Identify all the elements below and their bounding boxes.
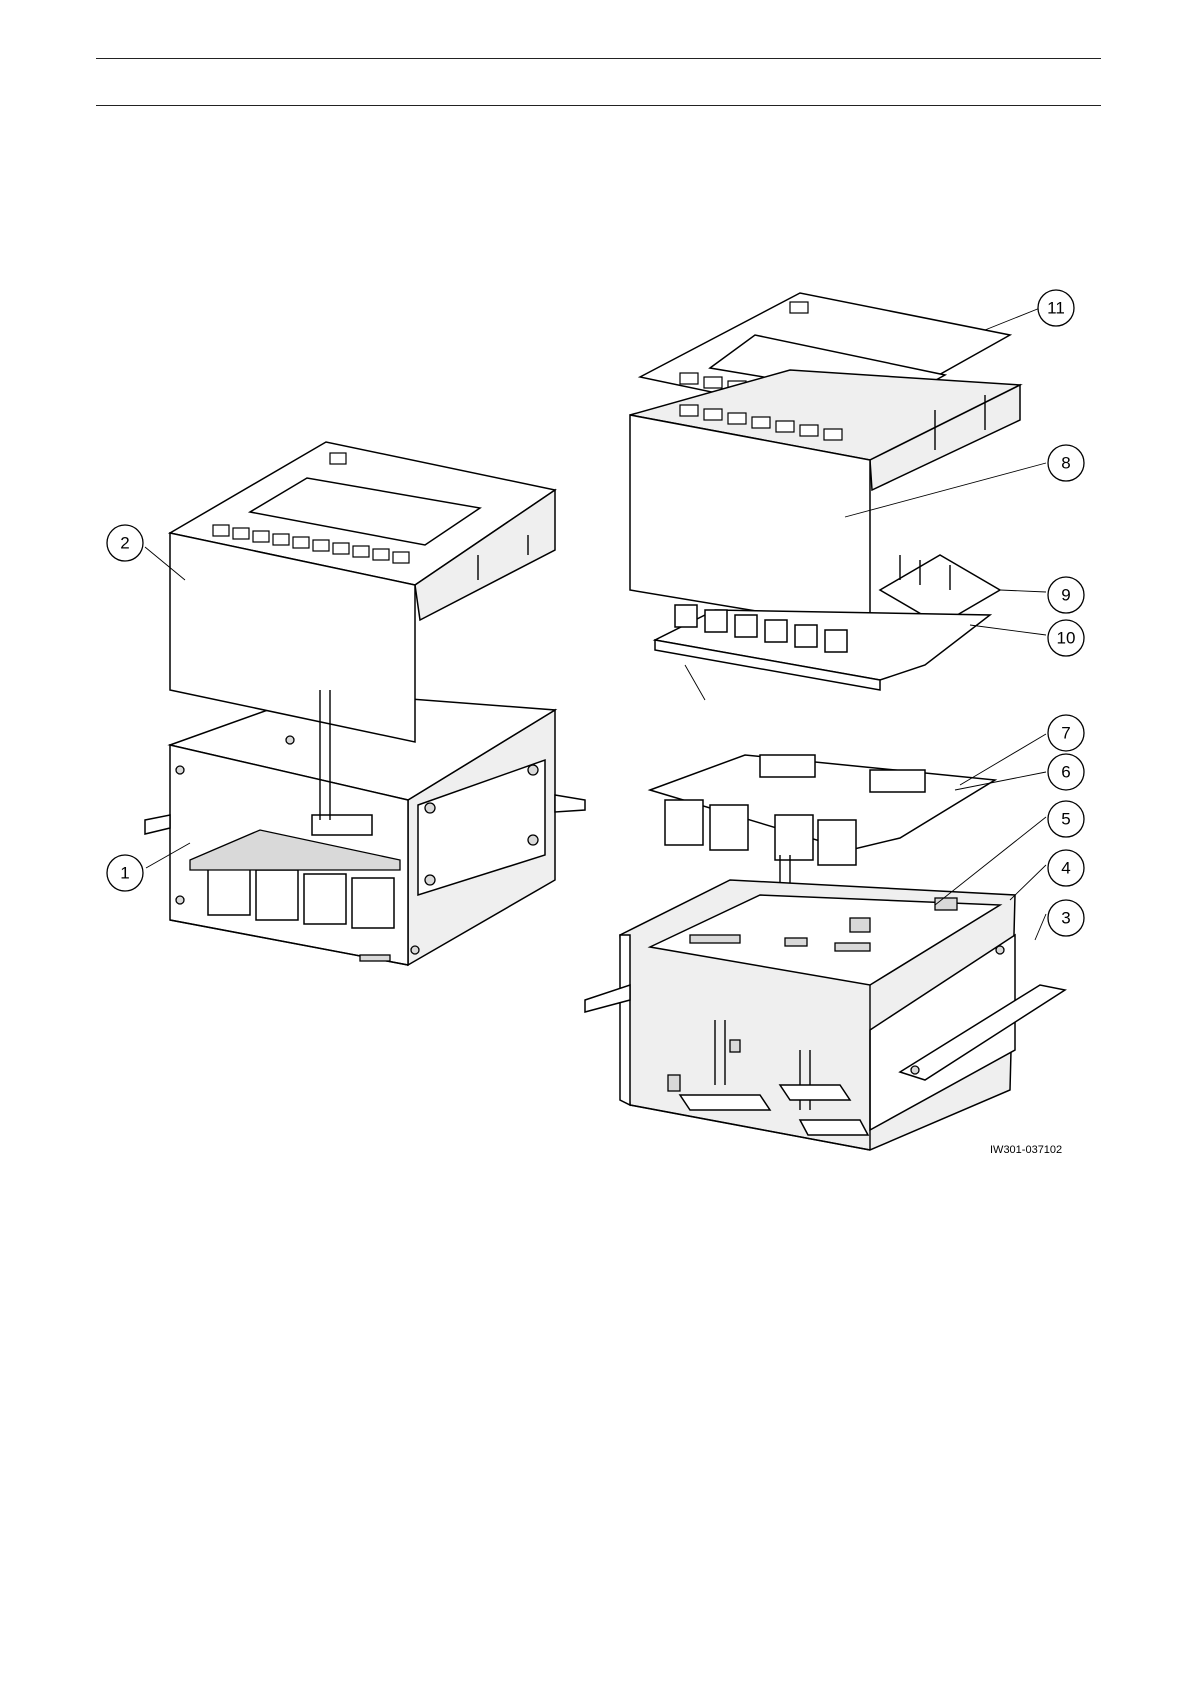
- right-assembly: [585, 293, 1065, 1150]
- callout-2-label: 2: [120, 534, 129, 553]
- callout-2: 2: [107, 525, 143, 561]
- callout-6-label: 6: [1061, 763, 1070, 782]
- callout-11: 11: [1038, 290, 1074, 326]
- callout-5: 5: [1048, 801, 1084, 837]
- callout-1: 1: [107, 855, 143, 891]
- callout-8-label: 8: [1061, 454, 1070, 473]
- callout-11-label: 11: [1047, 299, 1065, 318]
- callout-7-label: 7: [1061, 724, 1070, 743]
- figure-reference-code: IW301-037102: [990, 1144, 1062, 1156]
- callout-4-label: 4: [1061, 859, 1070, 878]
- callout-4: 4: [1048, 850, 1084, 886]
- callout-3-label: 3: [1061, 909, 1070, 928]
- housing-assembled: [145, 692, 585, 965]
- callout-1-label: 1: [120, 864, 129, 883]
- callout-9-label: 9: [1061, 586, 1070, 605]
- left-assembly: [145, 442, 585, 965]
- callout-7: 7: [1048, 715, 1084, 751]
- callout-10: 10: [1048, 620, 1084, 656]
- callout-5-label: 5: [1061, 810, 1070, 829]
- callout-3: 3: [1048, 900, 1084, 936]
- base-plate: [655, 605, 990, 690]
- callout-6: 6: [1048, 754, 1084, 790]
- callout-10-label: 10: [1057, 629, 1076, 648]
- callout-9: 9: [1048, 577, 1084, 613]
- housing-open: [585, 880, 1065, 1150]
- callout-8: 8: [1048, 445, 1084, 481]
